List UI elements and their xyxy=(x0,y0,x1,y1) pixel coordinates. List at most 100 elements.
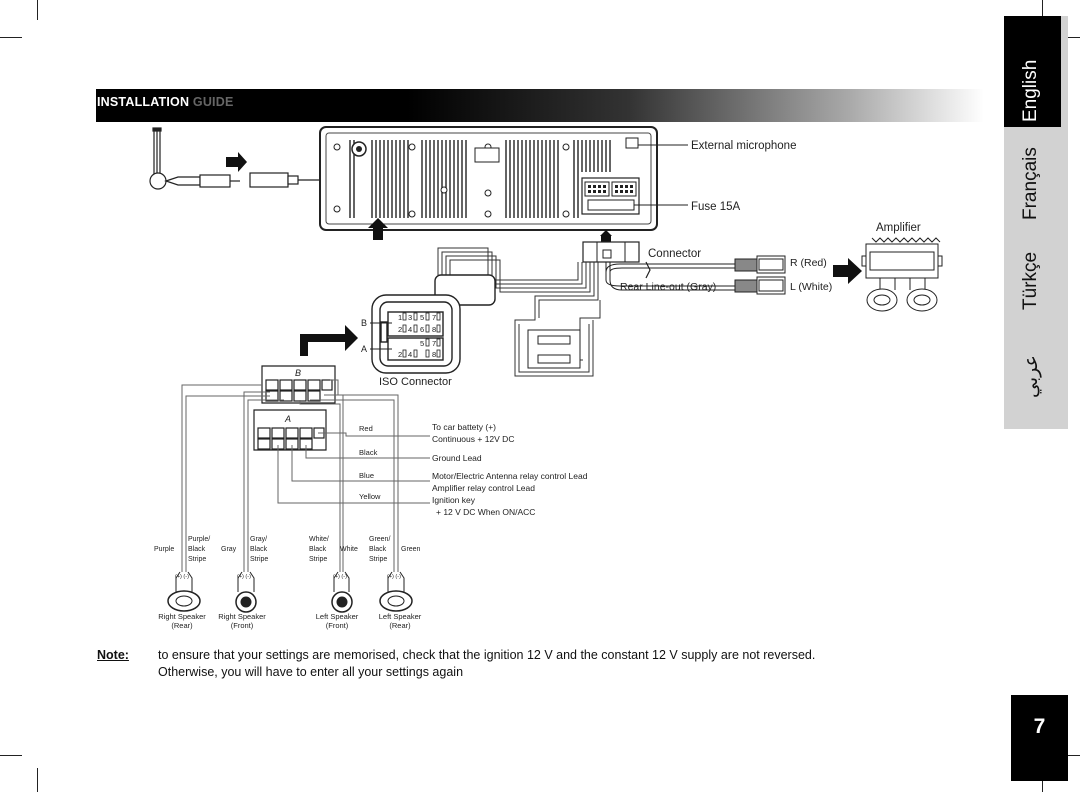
rca-connector xyxy=(582,230,640,263)
wire-color-label: Blue xyxy=(359,471,374,480)
wire-color-label: Yellow xyxy=(359,492,381,501)
active-language-tab xyxy=(1004,16,1061,127)
speaker-wire-label: Stripe xyxy=(369,556,387,563)
head-unit-rear xyxy=(319,126,658,231)
label-connector: Connector xyxy=(648,248,701,260)
plug-b-letter: B xyxy=(295,368,301,378)
pin-label: 1 xyxy=(398,313,402,322)
speaker-wire-label: Purple xyxy=(154,546,174,553)
label-r-red: R (Red) xyxy=(790,257,827,269)
header-bar xyxy=(96,89,984,122)
polarity-label: (+) (-) xyxy=(333,574,347,580)
rca-plug-left xyxy=(734,276,786,295)
crop-mark xyxy=(0,37,22,38)
pin-label: 5 xyxy=(420,313,424,322)
label-iso-connector: ISO Connector xyxy=(379,376,452,388)
pin-label: 8 xyxy=(432,325,436,334)
wire-desc: Amplifier relay control Lead xyxy=(432,483,535,493)
crop-mark xyxy=(1058,37,1080,38)
speaker-pos: (Front) xyxy=(326,621,349,630)
speaker-wire-label: Stripe xyxy=(250,556,268,563)
page-number-box xyxy=(1011,695,1068,781)
page-title: INSTALLATION GUIDE xyxy=(97,95,233,109)
pin-label: 4 xyxy=(408,325,412,334)
crop-mark xyxy=(1058,755,1080,756)
power-socket xyxy=(581,177,640,215)
speaker-pos: (Front) xyxy=(231,621,254,630)
antenna-icon xyxy=(149,127,240,190)
pin-label: 6 xyxy=(420,325,424,334)
title-main: INSTALLATION xyxy=(97,95,190,109)
crop-mark xyxy=(37,0,38,20)
pin-label: 5 xyxy=(420,339,424,348)
speaker-wire-label: White xyxy=(340,546,358,553)
speaker-wire-label: Stripe xyxy=(309,556,327,563)
pin-label: 7 xyxy=(432,339,436,348)
note-label: Note: xyxy=(97,648,129,662)
wire-loom xyxy=(437,247,601,377)
pin-label: 2 xyxy=(398,325,402,334)
note-text-line1: to ensure that your settings are memoris… xyxy=(158,648,816,662)
speaker-icon xyxy=(379,571,413,612)
rca-cables xyxy=(605,261,735,291)
page-number: 7 xyxy=(1033,715,1046,738)
label-amplifier: Amplifier xyxy=(876,222,921,234)
crop-mark xyxy=(0,755,22,756)
plug-a xyxy=(253,409,327,451)
speaker-wire-label: Green/ xyxy=(369,536,390,543)
wire-desc: Motor/Electric Antenna relay control Lea… xyxy=(432,471,588,481)
speaker-name: Left Speaker xyxy=(316,612,359,621)
pin-label: 3 xyxy=(408,313,412,322)
speaker-icon xyxy=(235,571,257,613)
plug-a-letter: A xyxy=(284,414,291,424)
rca-plug-right xyxy=(734,255,786,274)
speaker-wires xyxy=(181,379,399,572)
crop-mark xyxy=(1042,0,1043,20)
speaker-wire-label: Black xyxy=(250,546,268,553)
speaker-icon xyxy=(167,571,201,612)
speaker-wire-label: Stripe xyxy=(188,556,206,563)
speaker-name: Left Speaker xyxy=(379,612,422,621)
polarity-label: (+) (-) xyxy=(237,574,251,580)
speaker-wire-label: Black xyxy=(188,546,206,553)
label-fuse: Fuse 15A xyxy=(691,201,741,213)
pin-label: 2 xyxy=(398,350,402,359)
speaker-pos: (Rear) xyxy=(171,621,193,630)
note-text-line2: Otherwise, you will have to enter all yo… xyxy=(158,665,464,679)
wire-color-label: Red xyxy=(359,424,373,433)
speaker-icon xyxy=(331,571,353,613)
amplifier-icon xyxy=(861,237,943,312)
speaker-wire-label: Purple/ xyxy=(188,536,210,543)
speaker-wire-label: Gray/ xyxy=(250,536,267,543)
speaker-name: Right Speaker xyxy=(218,612,266,621)
label-plug-b: B xyxy=(361,318,367,328)
label-l-white: L (White) xyxy=(790,281,832,293)
pin-label: 4 xyxy=(408,350,412,359)
crop-mark xyxy=(37,768,38,792)
wire-color-label: Black xyxy=(359,448,378,457)
wire-desc: + 12 V DC When ON/ACC xyxy=(436,507,535,517)
speaker-pos: (Rear) xyxy=(389,621,411,630)
power-wires xyxy=(277,432,430,504)
arrow-icon xyxy=(833,258,862,284)
polarity-label: (+) (-) xyxy=(175,574,189,580)
label-rear-lineout: Rear Line-out (Gray) xyxy=(620,281,716,293)
wiring-diagram: External microphone Fuse 15A Connector R… xyxy=(149,126,943,630)
pin-label: 8 xyxy=(432,350,436,359)
wire-desc: Ground Lead xyxy=(432,453,482,463)
speaker-wire-label: Gray xyxy=(221,546,237,553)
speaker-name: Right Speaker xyxy=(158,612,206,621)
wire-desc: Ignition key xyxy=(432,495,476,505)
wire-desc: To car battety (+) xyxy=(432,422,496,432)
arrow-icon xyxy=(226,152,247,172)
wire-desc: Continuous + 12V DC xyxy=(432,434,514,444)
arrow-icon xyxy=(368,218,388,240)
speaker-wire-label: Black xyxy=(309,546,327,553)
speaker-wire-label: Green xyxy=(401,546,421,553)
arrow-icon xyxy=(300,325,358,356)
label-plug-a: A xyxy=(361,344,367,354)
speaker-wire-label: Black xyxy=(369,546,387,553)
inline-connector xyxy=(527,329,581,369)
title-rest: GUIDE xyxy=(192,95,234,109)
speaker-wire-label: White/ xyxy=(309,536,329,543)
